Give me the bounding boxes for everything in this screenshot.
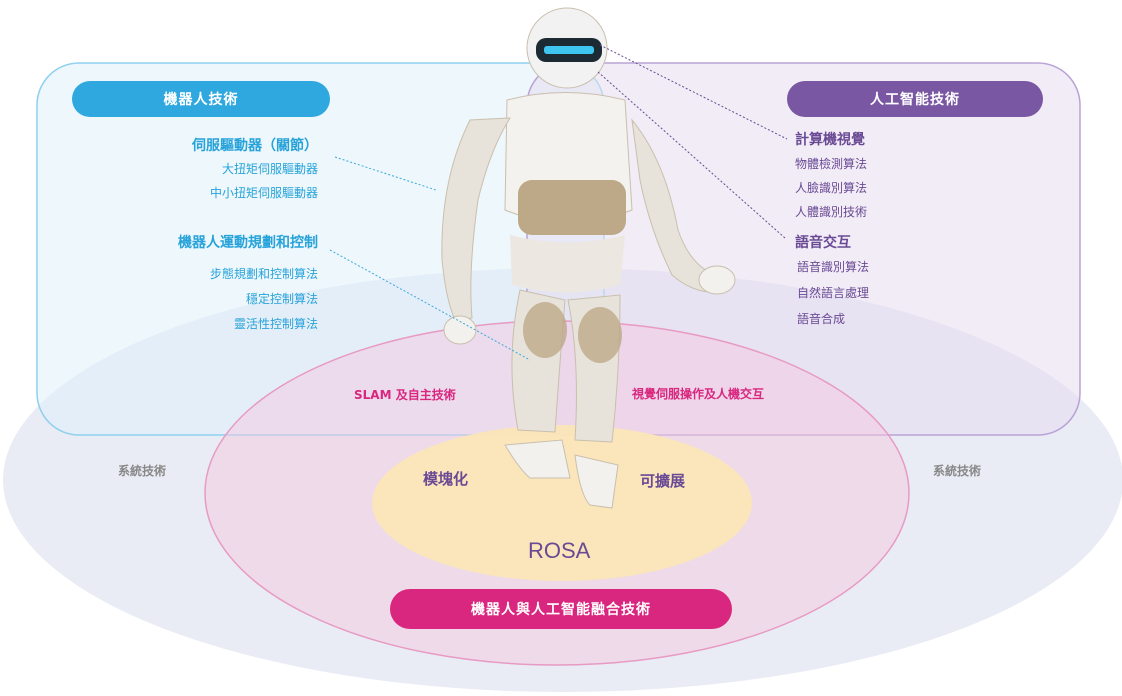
ai-tech-pill: 人工智能技術 — [787, 81, 1043, 117]
motion-heading: 機器人運動規劃和控制 — [178, 235, 318, 251]
voice-item: 語音識別算法 — [797, 260, 870, 274]
robot-tech-pill: 機器人技術 — [72, 81, 330, 117]
voice-item: 語音合成 — [797, 312, 846, 326]
modular-label: 模塊化 — [423, 470, 469, 488]
voice-item: 自然語言處理 — [797, 286, 870, 300]
system-tech-right: 系統技術 — [933, 464, 982, 478]
leader-line-voice — [597, 71, 786, 239]
leader-line-servo — [334, 156, 437, 191]
leader-line-vision — [599, 44, 788, 140]
servo-item: 中小扭矩伺服驅動器 — [209, 186, 318, 200]
vision-item: 物體檢測算法 — [795, 157, 868, 171]
voice-heading: 語音交互 — [795, 235, 851, 251]
core-ellipse — [372, 425, 752, 581]
motion-item: 步態規劃和控制算法 — [209, 267, 318, 281]
vision-item: 人體識別技術 — [795, 205, 868, 219]
visual-servo-label: 視覺伺服操作及人機交互 — [632, 387, 765, 401]
rosa-label: ROSA — [528, 538, 591, 563]
system-tech-left: 系統技術 — [118, 464, 167, 478]
extensible-label: 可擴展 — [640, 472, 686, 490]
robot-illustration — [441, 7, 736, 509]
servo-heading: 伺服驅動器（關節） — [192, 138, 318, 154]
servo-item: 大扭矩伺服驅動器 — [221, 162, 318, 176]
motion-item: 穩定控制算法 — [245, 292, 318, 306]
motion-item: 靈活性控制算法 — [233, 317, 318, 331]
fusion-tech-pill: 機器人與人工智能融合技術 — [390, 589, 732, 629]
vision-item: 人臉識別算法 — [795, 181, 868, 195]
slam-label: SLAM 及自主技術 — [354, 388, 456, 402]
vision-heading: 計算機視覺 — [795, 132, 865, 148]
